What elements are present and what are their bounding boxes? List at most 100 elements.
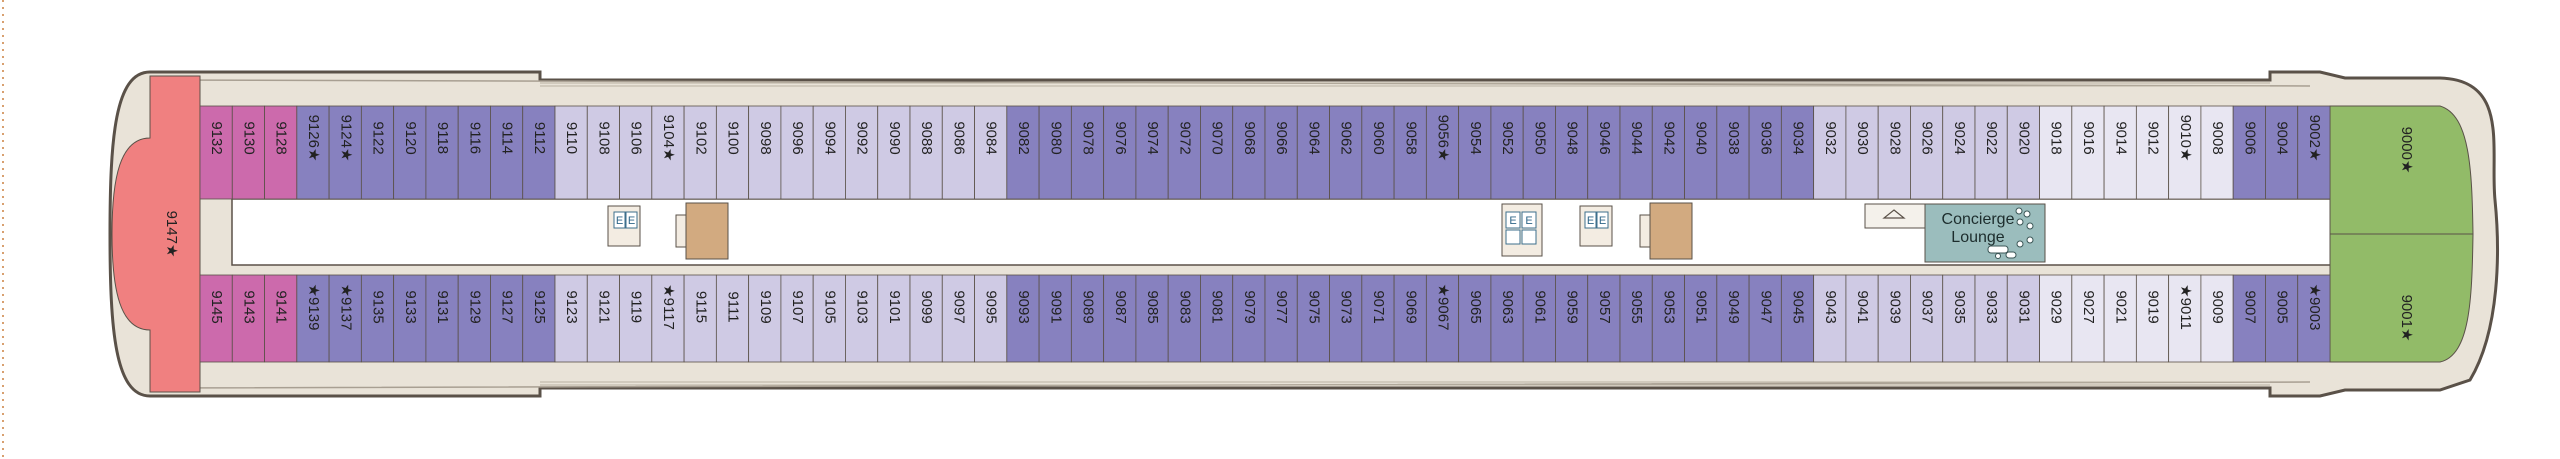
cabin-9127[interactable] xyxy=(490,274,524,363)
cabin-9035[interactable] xyxy=(1942,274,1976,363)
cabin-9131[interactable] xyxy=(425,274,459,363)
cabin-9050[interactable] xyxy=(1522,105,1556,200)
cabin-9059[interactable] xyxy=(1555,274,1589,363)
cabin-9041[interactable] xyxy=(1845,274,1879,363)
cabin-9074[interactable] xyxy=(1135,105,1169,200)
cabin-9129[interactable] xyxy=(457,274,491,363)
cabin-9086[interactable] xyxy=(941,105,975,200)
cabin-9121[interactable] xyxy=(586,274,620,363)
cabin-9037[interactable] xyxy=(1910,274,1944,363)
cabin-9054[interactable] xyxy=(1458,105,1492,200)
cabin-9105[interactable] xyxy=(812,274,846,363)
cabin-9018[interactable] xyxy=(2039,105,2073,200)
cabin-9084[interactable] xyxy=(974,105,1008,200)
cabin-9102[interactable] xyxy=(683,105,717,200)
cabin-9110[interactable] xyxy=(554,105,588,200)
cabin-9080[interactable] xyxy=(1038,105,1072,200)
cabin-9038[interactable] xyxy=(1716,105,1750,200)
cabin-9007[interactable] xyxy=(2232,274,2266,363)
cabin-9076[interactable] xyxy=(1103,105,1137,200)
cabin-9047[interactable] xyxy=(1748,274,1782,363)
cabin-9019[interactable] xyxy=(2135,274,2170,363)
cabin-9027[interactable] xyxy=(2071,274,2105,363)
cabin-9057[interactable] xyxy=(1587,274,1621,363)
cabin-9032[interactable] xyxy=(1813,105,1847,200)
cabin-9014[interactable] xyxy=(2103,105,2137,200)
forward-suite-9147[interactable] xyxy=(111,75,201,393)
cabin-9087[interactable] xyxy=(1103,274,1137,363)
cabin-9034[interactable] xyxy=(1780,105,1815,200)
cabin-9073[interactable] xyxy=(1329,274,1363,363)
cabin-9026[interactable] xyxy=(1910,105,1944,200)
cabin-9055[interactable] xyxy=(1619,274,1653,363)
cabin-9075[interactable] xyxy=(1296,274,1330,363)
cabin-9103[interactable] xyxy=(845,274,879,363)
cabin-9056[interactable] xyxy=(1425,105,1460,200)
cabin-9022[interactable] xyxy=(1974,105,2008,200)
cabin-9052[interactable] xyxy=(1490,105,1524,200)
cabin-9060[interactable] xyxy=(1361,105,1395,200)
cabin-9139[interactable] xyxy=(296,274,330,363)
cabin-9082[interactable] xyxy=(1006,105,1040,200)
cabin-9137[interactable] xyxy=(328,274,362,363)
cabin-9090[interactable] xyxy=(877,105,911,200)
cabin-9097[interactable] xyxy=(941,274,975,363)
cabin-9042[interactable] xyxy=(1651,105,1685,200)
cabin-9126[interactable] xyxy=(296,105,330,200)
cabin-9072[interactable] xyxy=(1167,105,1201,200)
cabin-9051[interactable] xyxy=(1684,274,1718,363)
cabin-9109[interactable] xyxy=(748,274,782,363)
cabin-9063[interactable] xyxy=(1490,274,1524,363)
cabin-9067[interactable] xyxy=(1425,274,1460,363)
cabin-9114[interactable] xyxy=(490,105,524,200)
cabin-9118[interactable] xyxy=(425,105,459,200)
cabin-9078[interactable] xyxy=(1070,105,1105,200)
cabin-9053[interactable] xyxy=(1651,274,1685,363)
cabin-9089[interactable] xyxy=(1070,274,1105,363)
cabin-9115[interactable] xyxy=(683,274,717,363)
cabin-9125[interactable] xyxy=(522,274,556,363)
cabin-9009[interactable] xyxy=(2200,274,2234,363)
cabin-9106[interactable] xyxy=(619,105,653,200)
cabin-9048[interactable] xyxy=(1555,105,1589,200)
cabin-9116[interactable] xyxy=(457,105,491,200)
cabin-9128[interactable] xyxy=(264,105,298,200)
cabin-9083[interactable] xyxy=(1167,274,1201,363)
cabin-9033[interactable] xyxy=(1974,274,2008,363)
cabin-9002[interactable] xyxy=(2297,105,2331,200)
cabin-9049[interactable] xyxy=(1716,274,1750,363)
cabin-9135[interactable] xyxy=(360,274,395,363)
cabin-9071[interactable] xyxy=(1361,274,1395,363)
aft-suite-9001[interactable] xyxy=(2329,233,2474,363)
cabin-9003[interactable] xyxy=(2297,274,2331,363)
cabin-9046[interactable] xyxy=(1587,105,1621,200)
cabin-9108[interactable] xyxy=(586,105,620,200)
cabin-9065[interactable] xyxy=(1458,274,1492,363)
cabin-9096[interactable] xyxy=(780,105,814,200)
cabin-9095[interactable] xyxy=(974,274,1008,363)
cabin-9039[interactable] xyxy=(1877,274,1911,363)
cabin-9124[interactable] xyxy=(328,105,362,200)
cabin-9031[interactable] xyxy=(2006,274,2040,363)
cabin-9099[interactable] xyxy=(909,274,943,363)
cabin-9064[interactable] xyxy=(1296,105,1330,200)
cabin-9062[interactable] xyxy=(1329,105,1363,200)
cabin-9100[interactable] xyxy=(715,105,750,200)
cabin-9008[interactable] xyxy=(2200,105,2234,200)
cabin-9040[interactable] xyxy=(1684,105,1718,200)
cabin-9093[interactable] xyxy=(1006,274,1040,363)
cabin-9085[interactable] xyxy=(1135,274,1169,363)
cabin-9141[interactable] xyxy=(264,274,298,363)
cabin-9079[interactable] xyxy=(1232,274,1266,363)
cabin-9077[interactable] xyxy=(1264,274,1298,363)
cabin-9016[interactable] xyxy=(2071,105,2105,200)
cabin-9133[interactable] xyxy=(393,274,427,363)
cabin-9143[interactable] xyxy=(231,274,265,363)
cabin-9088[interactable] xyxy=(909,105,943,200)
concierge-lounge[interactable]: Concierge Lounge xyxy=(1864,203,2046,263)
cabin-9112[interactable] xyxy=(522,105,556,200)
cabin-9061[interactable] xyxy=(1522,274,1556,363)
cabin-9070[interactable] xyxy=(1200,105,1234,200)
cabin-9030[interactable] xyxy=(1845,105,1879,200)
cabin-9043[interactable] xyxy=(1813,274,1847,363)
